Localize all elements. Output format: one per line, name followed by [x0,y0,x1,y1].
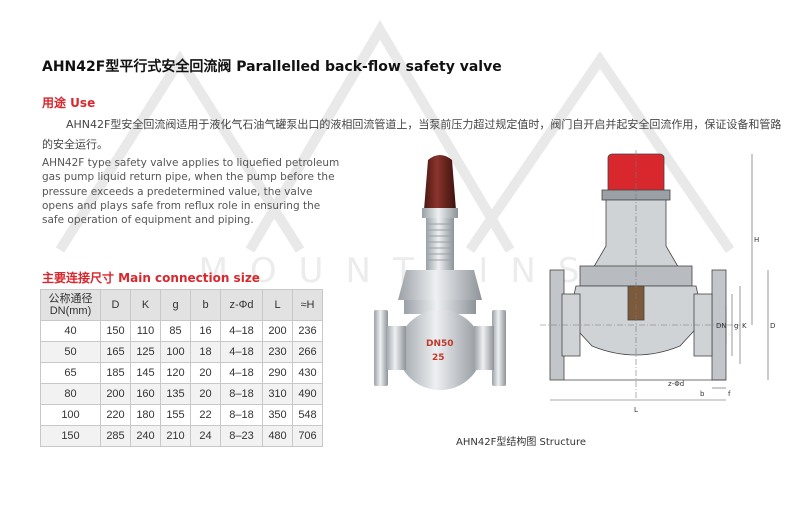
table-cell: 18 [190,341,221,363]
table-cell: 40 [40,320,101,342]
table-cell: 185 [100,362,131,384]
dim-label-f: f [728,390,731,398]
size-heading: 主要连接尺寸 Main connection size [42,271,260,285]
table-cell: 4–18 [220,341,263,363]
table-cell: 548 [292,404,323,426]
table-cell: 480 [262,425,293,447]
table-cell: 266 [292,341,323,363]
table-header-cell: ≈H [292,289,323,321]
table-cell: 20 [190,383,221,405]
table-cell: 135 [160,383,191,405]
table-cell: 20 [190,362,221,384]
valve-flange-left [374,310,388,386]
valve-photo: DN50 25 [374,155,506,390]
table-header-cell: g [160,289,191,321]
table-cell: 236 [292,320,323,342]
table-cell: 8–23 [220,425,263,447]
use-heading: 用途 Use [42,96,96,110]
valve-body-marking: DN50 [426,339,454,349]
table-header-cell: L [262,289,293,321]
table-header-cell: b [190,289,221,321]
table-cell: 165 [100,341,131,363]
table-cell: 8–18 [220,404,263,426]
table-cell: 706 [292,425,323,447]
table-cell: 125 [130,341,161,363]
dim-label-dn: DN [716,322,727,330]
table-cell: 200 [262,320,293,342]
table-cell: 310 [262,383,293,405]
valve-cap [424,155,456,210]
dim-label-k: K [742,322,747,330]
dim-label-h: H [754,236,759,244]
table-cell: 100 [40,404,101,426]
structure-caption: AHN42F型结构图 Structure [456,437,587,448]
table-cell: 22 [190,404,221,426]
table-cell: 16 [190,320,221,342]
table-header-cell: K [130,289,161,321]
table-cell: 8–18 [220,383,263,405]
table-cell: 50 [40,341,101,363]
table-cell: 100 [160,341,191,363]
table-cell: 290 [262,362,293,384]
table-cell: 240 [130,425,161,447]
dim-label-b: b [700,390,705,398]
dim-label-zd: z-Φd [668,380,684,388]
valve-rating-marking: 25 [432,353,445,363]
table-cell: 24 [190,425,221,447]
table-cell: 180 [130,404,161,426]
table-cell: 430 [292,362,323,384]
use-text-cn: AHN42F型安全回流阀适用于液化气石油气罐泵出口的液相回流管道上，当泵前压力超… [42,118,782,151]
table-cell: 210 [160,425,191,447]
valve-spring-housing [426,218,454,270]
table-cell: 4–18 [220,362,263,384]
structure-drawing: H D K g DN L b f z-Φd [540,150,775,414]
valve-body [398,310,482,390]
table-cell: 200 [100,383,131,405]
dim-label-d: D [770,322,775,330]
table-header-cell: D [100,289,131,321]
valve-flange-right [492,310,506,386]
table-cell: 80 [40,383,101,405]
table-cell: 4–18 [220,320,263,342]
table-cell: 490 [292,383,323,405]
table-cell: 220 [100,404,131,426]
table-header-cell: z-Φd [220,289,263,321]
table-cell: 145 [130,362,161,384]
table-cell: 150 [40,425,101,447]
table-cell: 350 [262,404,293,426]
table-cell: 285 [100,425,131,447]
table-header-cell: 公称通径DN(mm) [40,289,101,321]
table-cell: 110 [130,320,161,342]
dim-label-g: g [734,322,738,330]
dim-label-l: L [634,406,638,414]
table-cell: 160 [130,383,161,405]
table-cell: 150 [100,320,131,342]
table-cell: 65 [40,362,101,384]
page-title: AHN42F型平行式安全回流阀 Parallelled back-flow sa… [42,59,502,75]
table-cell: 230 [262,341,293,363]
table-cell: 155 [160,404,191,426]
table-cell: 120 [160,362,191,384]
use-text-en: AHN42F type safety valve applies to liqu… [42,157,340,227]
table-cell: 85 [160,320,191,342]
